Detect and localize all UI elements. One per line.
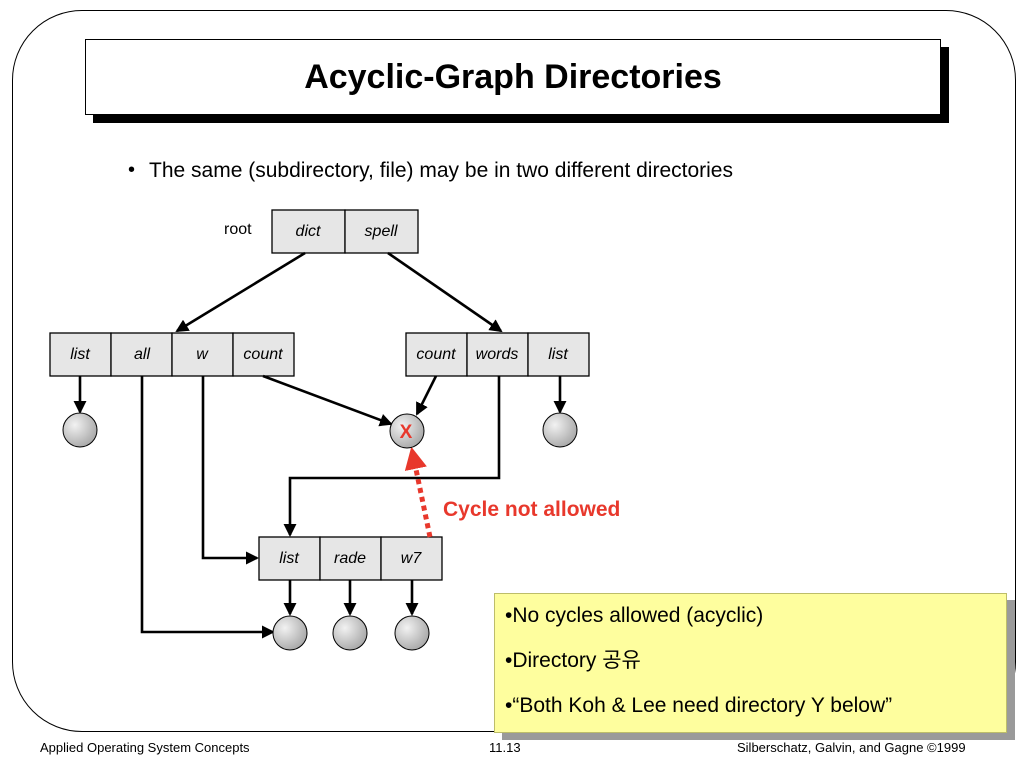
- note-box: •No cycles allowed (acyclic) •Directory …: [494, 593, 1007, 733]
- bottom-cell-rade: [319, 536, 382, 581]
- shared-node-x-mark: X: [400, 422, 413, 443]
- left-cell-count: [232, 332, 295, 377]
- slide-title: Acyclic-Graph Directories: [304, 57, 722, 96]
- left-cell-list: [49, 332, 112, 377]
- edge-all-to-bottom-file: [140, 376, 275, 639]
- root-cell-spell: [344, 209, 419, 254]
- bottom-cell-list-label: list: [279, 550, 299, 567]
- bullet-dot: •: [128, 159, 136, 181]
- file-node-bottom-list: [272, 615, 308, 651]
- right-cell-list-label: list: [548, 346, 568, 363]
- root-cell-spell-label: spell: [365, 223, 398, 240]
- root-label: root: [224, 221, 252, 238]
- shared-file-node: [389, 413, 425, 449]
- edge-right-count-to-shared: [415, 375, 438, 416]
- main-bullet: • The same (subdirectory, file) may be i…: [128, 159, 733, 183]
- edge-spell-to-right-dir: [387, 251, 503, 333]
- file-node-rade: [332, 615, 368, 651]
- cycle-arrow: [404, 446, 433, 538]
- footer-right: Silberschatz, Galvin, and Gagne ©1999: [737, 740, 966, 755]
- bottom-cell-rade-label: rade: [334, 550, 366, 567]
- file-node-w7: [394, 615, 430, 651]
- right-cell-count-label: count: [416, 346, 456, 363]
- root-cell-dict-label: dict: [296, 223, 321, 240]
- note-item-koh-lee: •“Both Koh & Lee need directory Y below”: [505, 694, 893, 717]
- right-cell-list: [527, 332, 590, 377]
- title-box: Acyclic-Graph Directories: [85, 39, 941, 115]
- bullet-text: The same (subdirectory, file) may be in …: [149, 159, 733, 182]
- bottom-cell-list: [258, 536, 321, 581]
- left-cell-list-label: list: [70, 346, 90, 363]
- left-cell-w-label: w: [196, 346, 209, 363]
- right-cell-words: [466, 332, 529, 377]
- file-node-left-list: [62, 412, 98, 448]
- footer-page-number: 11.13: [489, 740, 521, 755]
- bottom-cell-w7-label: w7: [401, 550, 423, 567]
- note-item-acyclic: •No cycles allowed (acyclic): [505, 604, 764, 627]
- note-item-directory-share: •Directory 공유: [505, 649, 641, 672]
- left-cell-w: [171, 332, 234, 377]
- edge-words-to-bottom-dir: [283, 376, 501, 537]
- footer-left: Applied Operating System Concepts: [40, 740, 250, 755]
- edge-w-to-bottom-dir: [201, 376, 259, 565]
- bottom-cell-w7: [380, 536, 443, 581]
- edge-left-count-to-shared: [262, 374, 393, 427]
- edge-dict-to-left-dir: [175, 251, 306, 333]
- file-node-right-list: [542, 412, 578, 448]
- left-cell-all-label: all: [134, 346, 150, 363]
- cycle-label: Cycle not allowed: [443, 498, 620, 521]
- left-cell-count-label: count: [243, 346, 283, 363]
- right-cell-words-label: words: [476, 346, 519, 363]
- right-cell-count: [405, 332, 468, 377]
